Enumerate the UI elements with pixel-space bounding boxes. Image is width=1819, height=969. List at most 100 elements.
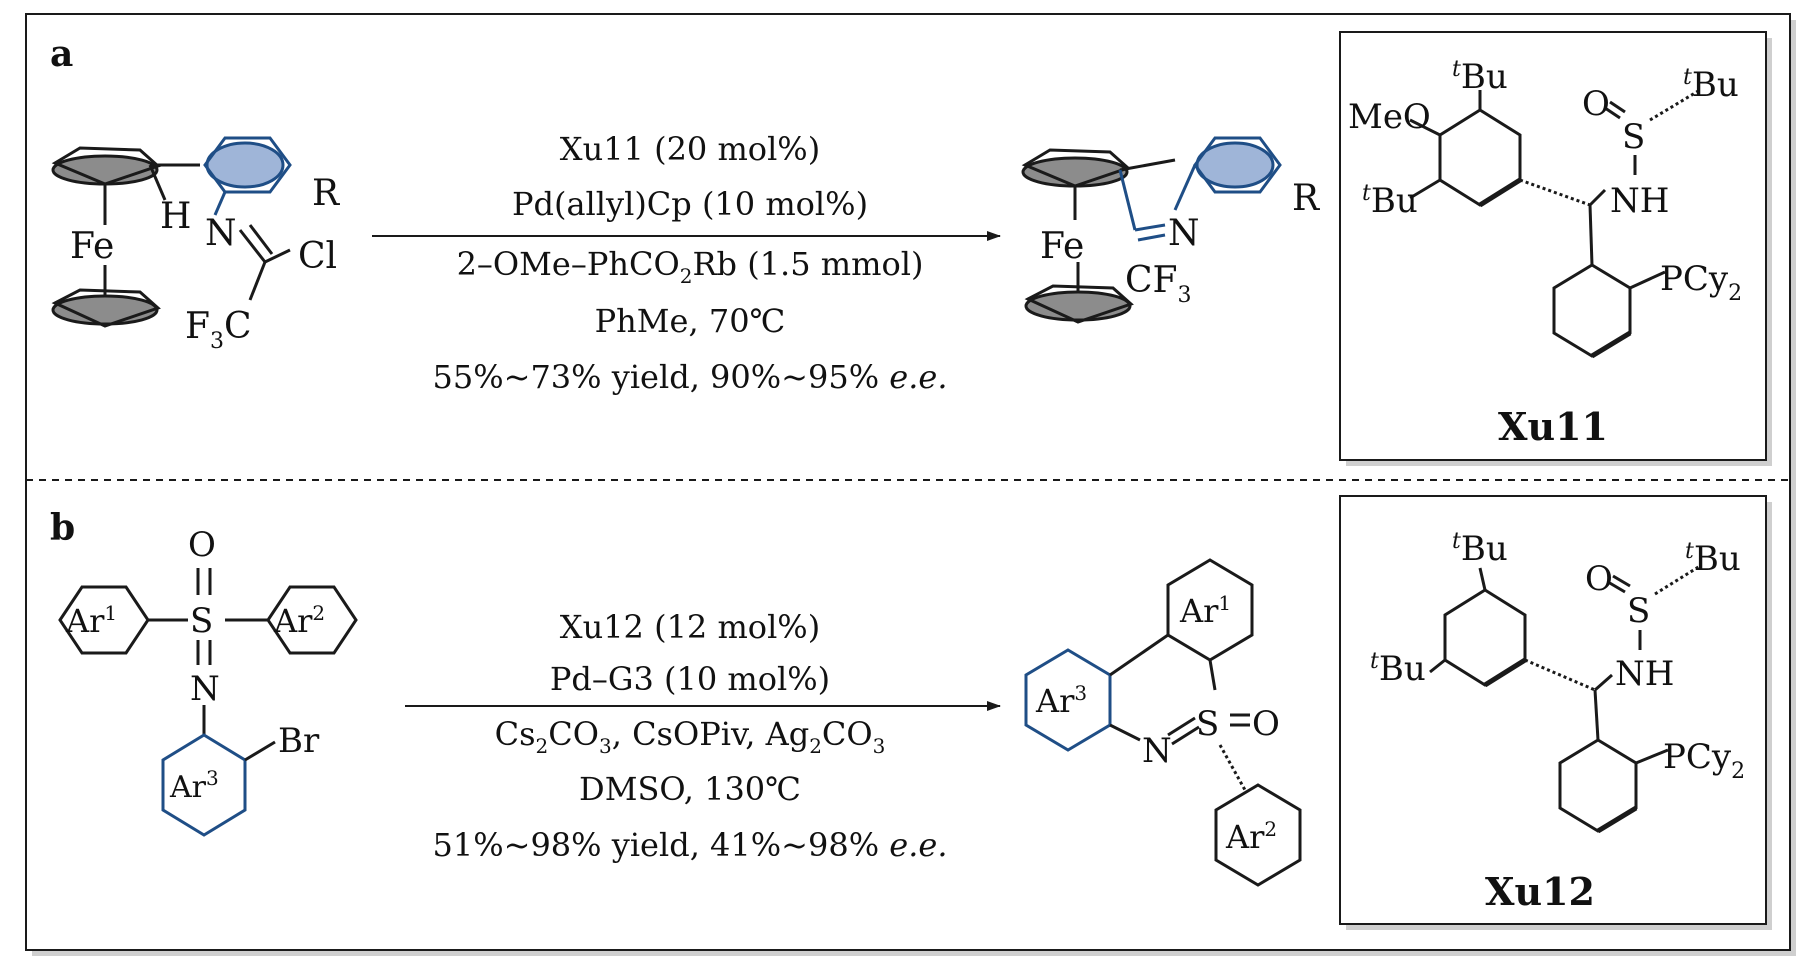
ar2-label: Ar2 [273, 601, 325, 640]
prod-ns-2 [1171, 725, 1200, 746]
cp-bottom-outline [51, 288, 161, 328]
xu11-p-bond [1629, 270, 1666, 290]
xu12-p-bond [1635, 748, 1669, 765]
prod-ar3-text: Ar [1035, 682, 1075, 720]
xu11-c-n [1588, 188, 1607, 207]
prod-aryl-ring [1193, 136, 1282, 194]
condition-b-2: Pd–G3 (10 mol%) [550, 660, 830, 698]
condition-a-1: Xu11 (20 mol%) [560, 130, 820, 168]
prod-aryl-fill [1195, 141, 1275, 189]
product-a [1021, 136, 1282, 324]
xu12-tbu-top: tBu [1452, 529, 1508, 569]
prod-ring-bond [1118, 169, 1137, 231]
prod-ar2-sup: 2 [1264, 817, 1277, 841]
prod-ar3-label: Ar3 [1035, 681, 1087, 720]
xu12-c-ar [1593, 689, 1600, 741]
prod-o-label-b: O [1252, 704, 1280, 744]
h-label: H [160, 196, 191, 237]
prod-s-label-b: S [1196, 704, 1219, 744]
ar2-text: Ar [273, 602, 313, 640]
prod-ar2-label: Ar2 [1225, 817, 1277, 856]
imine-bond-1 [238, 229, 267, 263]
xu12-pcy-sub: 2 [1731, 759, 1745, 784]
ar3-text: Ar [169, 770, 207, 805]
aryl-ring-fill [205, 141, 285, 189]
xu11-hash-bond [1519, 178, 1591, 207]
salt-1-post: CO [548, 715, 599, 753]
xu11-name: Xu11 [1498, 404, 1608, 449]
xu11-tbu2-bond [1409, 178, 1441, 200]
xu11-bu1: Bu [1461, 57, 1508, 97]
xu12-t2: t [1370, 649, 1379, 674]
c-cl-bond [264, 248, 291, 264]
xu12-t3: t [1685, 539, 1694, 564]
salt-3-pre: Ag [765, 715, 810, 753]
xu11-t2: t [1362, 181, 1371, 206]
prod-ar1-sup: 1 [1218, 591, 1231, 615]
salt-2: CsOPiv [632, 715, 749, 753]
xu12-tbu2-bond [1429, 658, 1446, 674]
f-text: F [185, 306, 210, 347]
b-n-label: N [190, 669, 220, 709]
xu12-bu1: Bu [1461, 529, 1508, 569]
prod-ar2-ring [1214, 783, 1302, 887]
prod-cf-text: CF [1125, 260, 1178, 301]
r-label-product: R [1292, 178, 1320, 219]
prod-ar1-label: Ar1 [1179, 591, 1231, 630]
product-b [1024, 558, 1302, 887]
cl-label: Cl [298, 236, 337, 277]
xu12-aryl-bold [1483, 657, 1527, 688]
xu12-tbu-bond [1478, 567, 1487, 591]
xu11-meo-bond [1409, 118, 1441, 137]
salt-1-sep: , [612, 715, 632, 753]
xu11-bu3: Bu [1692, 65, 1739, 105]
prod-ar3-n-bond [1109, 723, 1141, 742]
ar2-ring [266, 585, 358, 655]
xu12-t1: t [1452, 529, 1461, 554]
aryl-n-bond [213, 191, 227, 216]
imine-bond-2 [248, 224, 274, 255]
prod-ar1-s-bond [1208, 659, 1217, 691]
c-h-bond [148, 164, 167, 201]
xu12-name: Xu12 [1485, 869, 1595, 914]
r-label-reactant: R [312, 173, 340, 214]
prod-biaryl-bond [1109, 633, 1169, 677]
xu11-t1: t [1452, 57, 1461, 82]
prod-ns-1 [1167, 716, 1196, 737]
salt-1-sub: 2 [536, 734, 549, 758]
xu11-tbu-left: tBu [1362, 181, 1418, 221]
cf3-label-reactant: F3C [185, 306, 252, 354]
n-label: N [205, 213, 237, 254]
base-pre: 2–OMe–PhCO [457, 245, 680, 283]
xu12-so-1 [1607, 580, 1626, 594]
prod-n-label-b: N [1142, 731, 1172, 771]
ar1-sup: 1 [104, 601, 117, 625]
condition-a-base: 2–OMe–PhCO2Rb (1.5 mmol) [457, 245, 924, 288]
xu11-s-tbu [1649, 88, 1701, 122]
prod-n-label: N [1168, 213, 1200, 254]
salt-1-pre: Cs [495, 715, 536, 753]
ar1-label: Ar1 [65, 601, 117, 640]
ligand-xu12-structure [1429, 564, 1701, 834]
condition-b-1: Xu12 (12 mol%) [560, 608, 820, 646]
ligand-box-a [1339, 31, 1767, 461]
xu12-bu3: Bu [1694, 539, 1741, 579]
prod-aryl-n [1173, 164, 1197, 211]
xu11-c-ar [1588, 204, 1594, 266]
xu11-bu2: Bu [1371, 181, 1418, 221]
yield-b: 51%~98% yield, 41%~98% [433, 826, 890, 864]
xu11-pcy-text: PCy [1660, 259, 1729, 299]
xu12-nh: NH [1615, 654, 1674, 694]
ar3-label: Ar3 [169, 766, 219, 805]
xu11-so-2 [1609, 100, 1626, 114]
base-post: Rb (1.5 mmol) [692, 245, 923, 283]
xu11-pcy-sub: 2 [1728, 281, 1742, 306]
salt-3-sub: 2 [809, 734, 822, 758]
base-sub: 2 [680, 264, 693, 288]
prod-cp-top-outline [1021, 148, 1131, 188]
prod-cf-sub: 3 [1178, 283, 1192, 308]
reactant-a [51, 136, 292, 328]
xu12-c-n [1594, 673, 1613, 692]
condition-a-yield: 55%~73% yield, 90%~95% e.e. [433, 358, 948, 396]
